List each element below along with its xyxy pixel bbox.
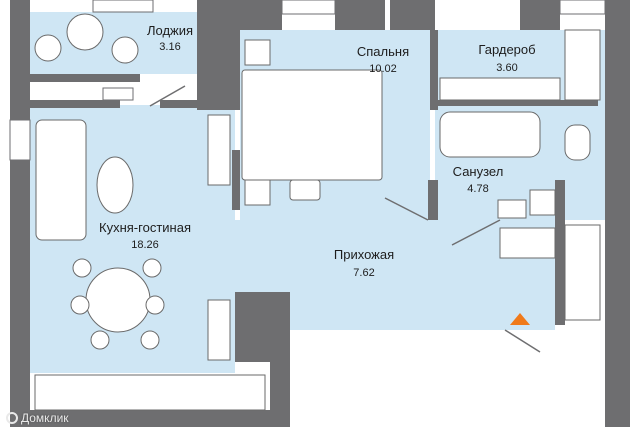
- coffee-table: [96, 156, 134, 214]
- wardrobe-furniture: [439, 29, 601, 101]
- room-area-hallway: 7.62: [353, 267, 375, 279]
- room-name-wardrobe: Гардероб: [478, 42, 536, 57]
- room-area-kitchen: 18.26: [131, 239, 159, 251]
- loggia-chair-left: [34, 34, 62, 62]
- bed: [241, 69, 383, 181]
- desk: [207, 299, 231, 361]
- watermark-text: Домклик: [21, 411, 69, 425]
- room-area-bedroom: 10.02: [369, 63, 397, 75]
- loggia-chair-right: [111, 36, 139, 64]
- hall-closet: [564, 224, 601, 321]
- living-furniture: [34, 114, 266, 411]
- bedroom-furniture: [241, 39, 383, 206]
- entrance-marker: [510, 313, 530, 325]
- windows: [9, 0, 606, 161]
- watermark: Домклик: [6, 411, 69, 425]
- room-name-kitchen: Кухня-гостиная: [99, 220, 191, 235]
- toilet: [564, 124, 591, 161]
- room-name-bedroom: Спальня: [356, 44, 410, 59]
- room-name-hallway: Прихожая: [333, 247, 395, 262]
- loggia-furniture: [34, 13, 139, 64]
- room-area-loggia: 3.16: [159, 41, 181, 53]
- room-name-loggia: Лоджия: [146, 23, 194, 38]
- kitchen-counter: [34, 374, 266, 411]
- washing-machine: [497, 199, 527, 219]
- stove: [499, 227, 556, 259]
- dining-table: [85, 267, 151, 333]
- room-name-bathroom: Санузел: [452, 164, 504, 179]
- sofa: [35, 119, 87, 241]
- room-area-bathroom: 4.78: [467, 183, 489, 195]
- domclick-logo-icon: [6, 412, 18, 424]
- sink: [529, 189, 556, 216]
- doors: [149, 85, 541, 353]
- bathroom-furniture: [439, 111, 601, 321]
- room-area-wardrobe: 3.60: [496, 62, 518, 74]
- walls: [10, 0, 630, 427]
- bathtub: [439, 111, 541, 158]
- loggia-table: [66, 13, 104, 51]
